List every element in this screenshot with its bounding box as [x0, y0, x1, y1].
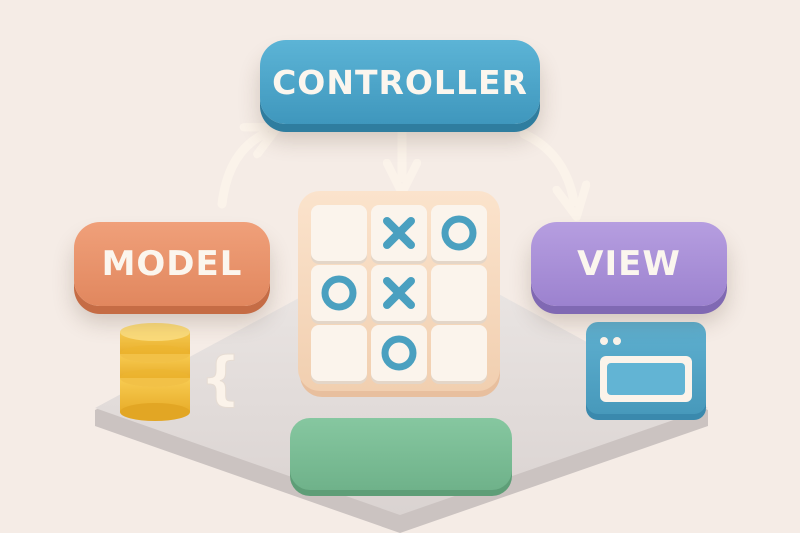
board-cell: [311, 325, 367, 384]
green-bar: [290, 418, 512, 496]
arrows: [217, 129, 574, 209]
browser-window-icon: [586, 322, 706, 420]
platform: [95, 292, 708, 533]
tic-tac-toe-board: [298, 191, 500, 397]
database-coins-icon: [120, 323, 190, 421]
board-cell: [311, 205, 367, 264]
arrow-controller-to-view: [519, 129, 574, 202]
board-cell: [371, 205, 427, 264]
board-cell: [431, 205, 487, 264]
board-cell: [431, 325, 487, 384]
view-label: VIEW: [531, 222, 727, 306]
model-label: MODEL: [74, 222, 270, 306]
arrow-model-to-controller: [217, 134, 264, 209]
o-mark: [321, 275, 357, 311]
o-mark: [381, 335, 417, 371]
board-cell: [371, 265, 427, 324]
board-cell: [371, 325, 427, 384]
o-mark: [441, 215, 477, 251]
x-mark: [383, 277, 415, 309]
board-cell: [311, 265, 367, 324]
board-cell: [431, 265, 487, 324]
curly-brace-icon: {: [200, 344, 241, 412]
controller-label: CONTROLLER: [260, 40, 540, 124]
x-mark: [383, 217, 415, 249]
